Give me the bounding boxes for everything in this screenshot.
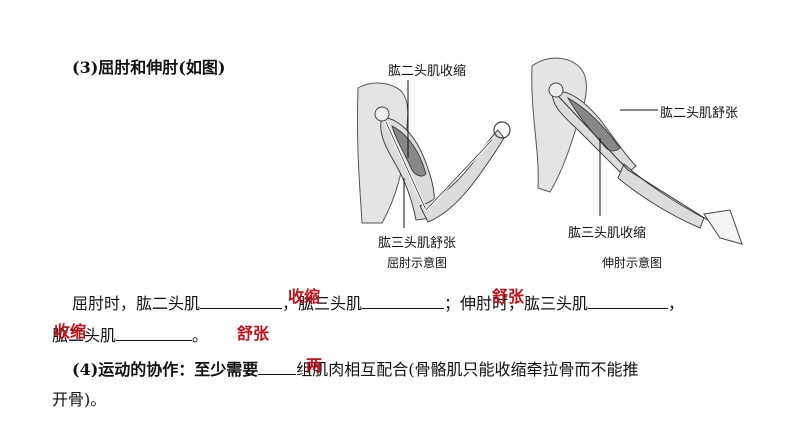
section-4-text-a: (4)运动的协作：至少需要	[72, 360, 258, 379]
left-caption: 屈肘示意图	[387, 254, 447, 271]
line-1-text-a: 屈肘时，肱二头肌	[72, 294, 200, 313]
left-label-pointers	[390, 78, 420, 228]
blank-2	[362, 292, 444, 309]
blank-4	[116, 324, 192, 341]
right-top-label: 肱二头肌舒张	[660, 102, 738, 121]
answer-3: 收缩	[54, 318, 86, 342]
line-1-text-d: ，	[668, 294, 684, 313]
answer-2: 舒张	[492, 283, 524, 307]
line-2-text-b: 。	[192, 326, 208, 345]
line-1: 屈肘时，肱二头肌，肱三头肌；伸肘时，肱三头肌，	[72, 290, 684, 314]
left-bottom-label: 肱三头肌舒张	[378, 232, 456, 251]
answer-5: 两	[306, 352, 322, 376]
right-bottom-label: 肱三头肌收缩	[568, 222, 646, 241]
answer-4: 舒张	[237, 320, 269, 344]
flexed-arm-illustration	[352, 78, 522, 228]
section-3-heading: (3)屈肘和伸肘(如图)	[72, 54, 225, 78]
right-caption: 伸肘示意图	[602, 254, 662, 271]
right-label-pointers	[590, 108, 660, 218]
blank-5	[258, 358, 296, 375]
answer-1: 收缩	[288, 283, 320, 307]
section-4-line-1: (4)运动的协作：至少需要 组肌肉相互配合(骨骼肌只能收缩牵拉骨而不能推	[72, 356, 639, 380]
blank-1	[200, 292, 282, 309]
section-4-line-2: 开骨)。	[52, 386, 106, 410]
section-4-text-b: 组肌肉相互配合(骨骼肌只能收缩牵拉骨而不能推	[296, 360, 638, 379]
blank-3	[588, 292, 668, 309]
left-top-label: 肱二头肌收缩	[388, 60, 466, 79]
